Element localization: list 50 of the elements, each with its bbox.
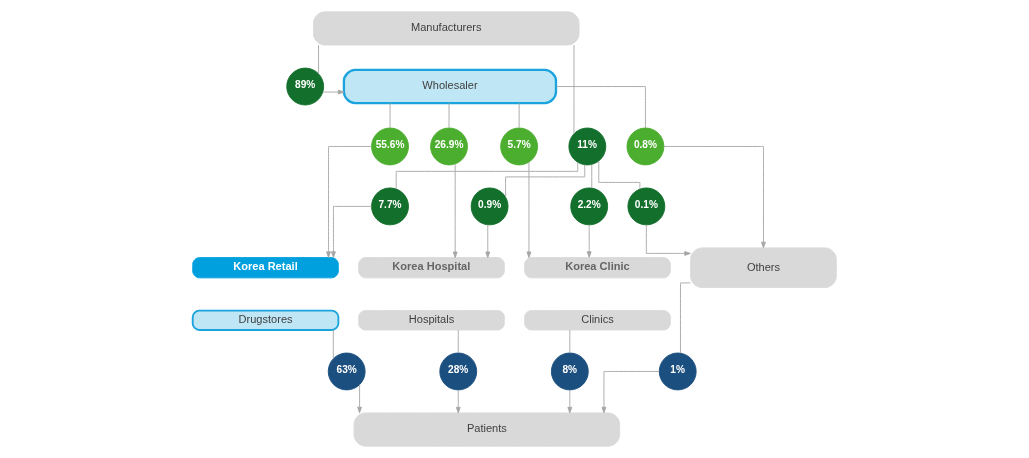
node-circle: 8% [550,352,589,391]
connector [457,329,459,354]
node-circle: 55.6% [371,127,409,166]
node-circle: 0.9% [470,187,509,226]
arrow [567,389,573,414]
node-box: Korea Hospital [358,257,505,279]
arrow [526,161,532,258]
connector [448,102,450,129]
node-circle: 89% [286,67,325,106]
node-circle: 11% [568,127,607,166]
arrow [485,224,491,258]
node-box: Korea Retail [192,257,339,279]
node-box: Korea Clinic [524,257,671,279]
connector [598,160,641,190]
connector [569,329,571,354]
node-box: Hospitals [358,310,505,331]
node-circle: 28% [439,352,478,391]
node-box: Others [690,247,837,288]
connector [591,164,593,189]
arrow [452,163,458,259]
node-box: Manufacturers [313,11,580,46]
node-box: Patients [353,412,621,447]
node-box: Clinics [524,310,671,331]
arrow [322,89,345,95]
arrow [645,224,691,256]
arrow [601,371,660,414]
arrow [326,146,373,258]
connector [332,329,334,360]
arrow [586,224,592,258]
node-box: Wholesaler [342,68,558,105]
node-circle: 0.8% [626,127,665,166]
connector [318,44,319,75]
connector [573,44,575,134]
arrow [357,384,362,414]
connector [395,161,579,190]
arrow [455,389,461,414]
node-circle: 5.7% [500,127,538,166]
connector [518,102,520,129]
node-circle: 7.7% [371,187,409,226]
node-circle: 1% [658,352,697,391]
node-circle: 63% [327,352,366,391]
arrow [663,146,766,249]
arrow [331,205,372,258]
connector [389,102,391,129]
node-circle: 26.9% [430,127,468,166]
connector [505,164,586,198]
node-circle: 2.2% [570,187,609,226]
node-circle: 0.1% [627,187,666,226]
connector [555,86,646,129]
node-box: Drugstores [191,309,340,331]
